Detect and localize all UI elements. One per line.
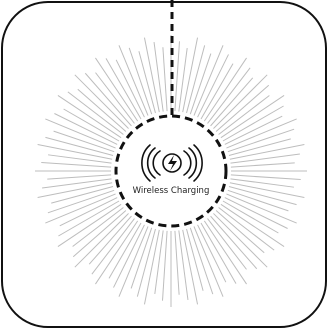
wireless-charging-label: Wireless Charging <box>133 186 210 196</box>
